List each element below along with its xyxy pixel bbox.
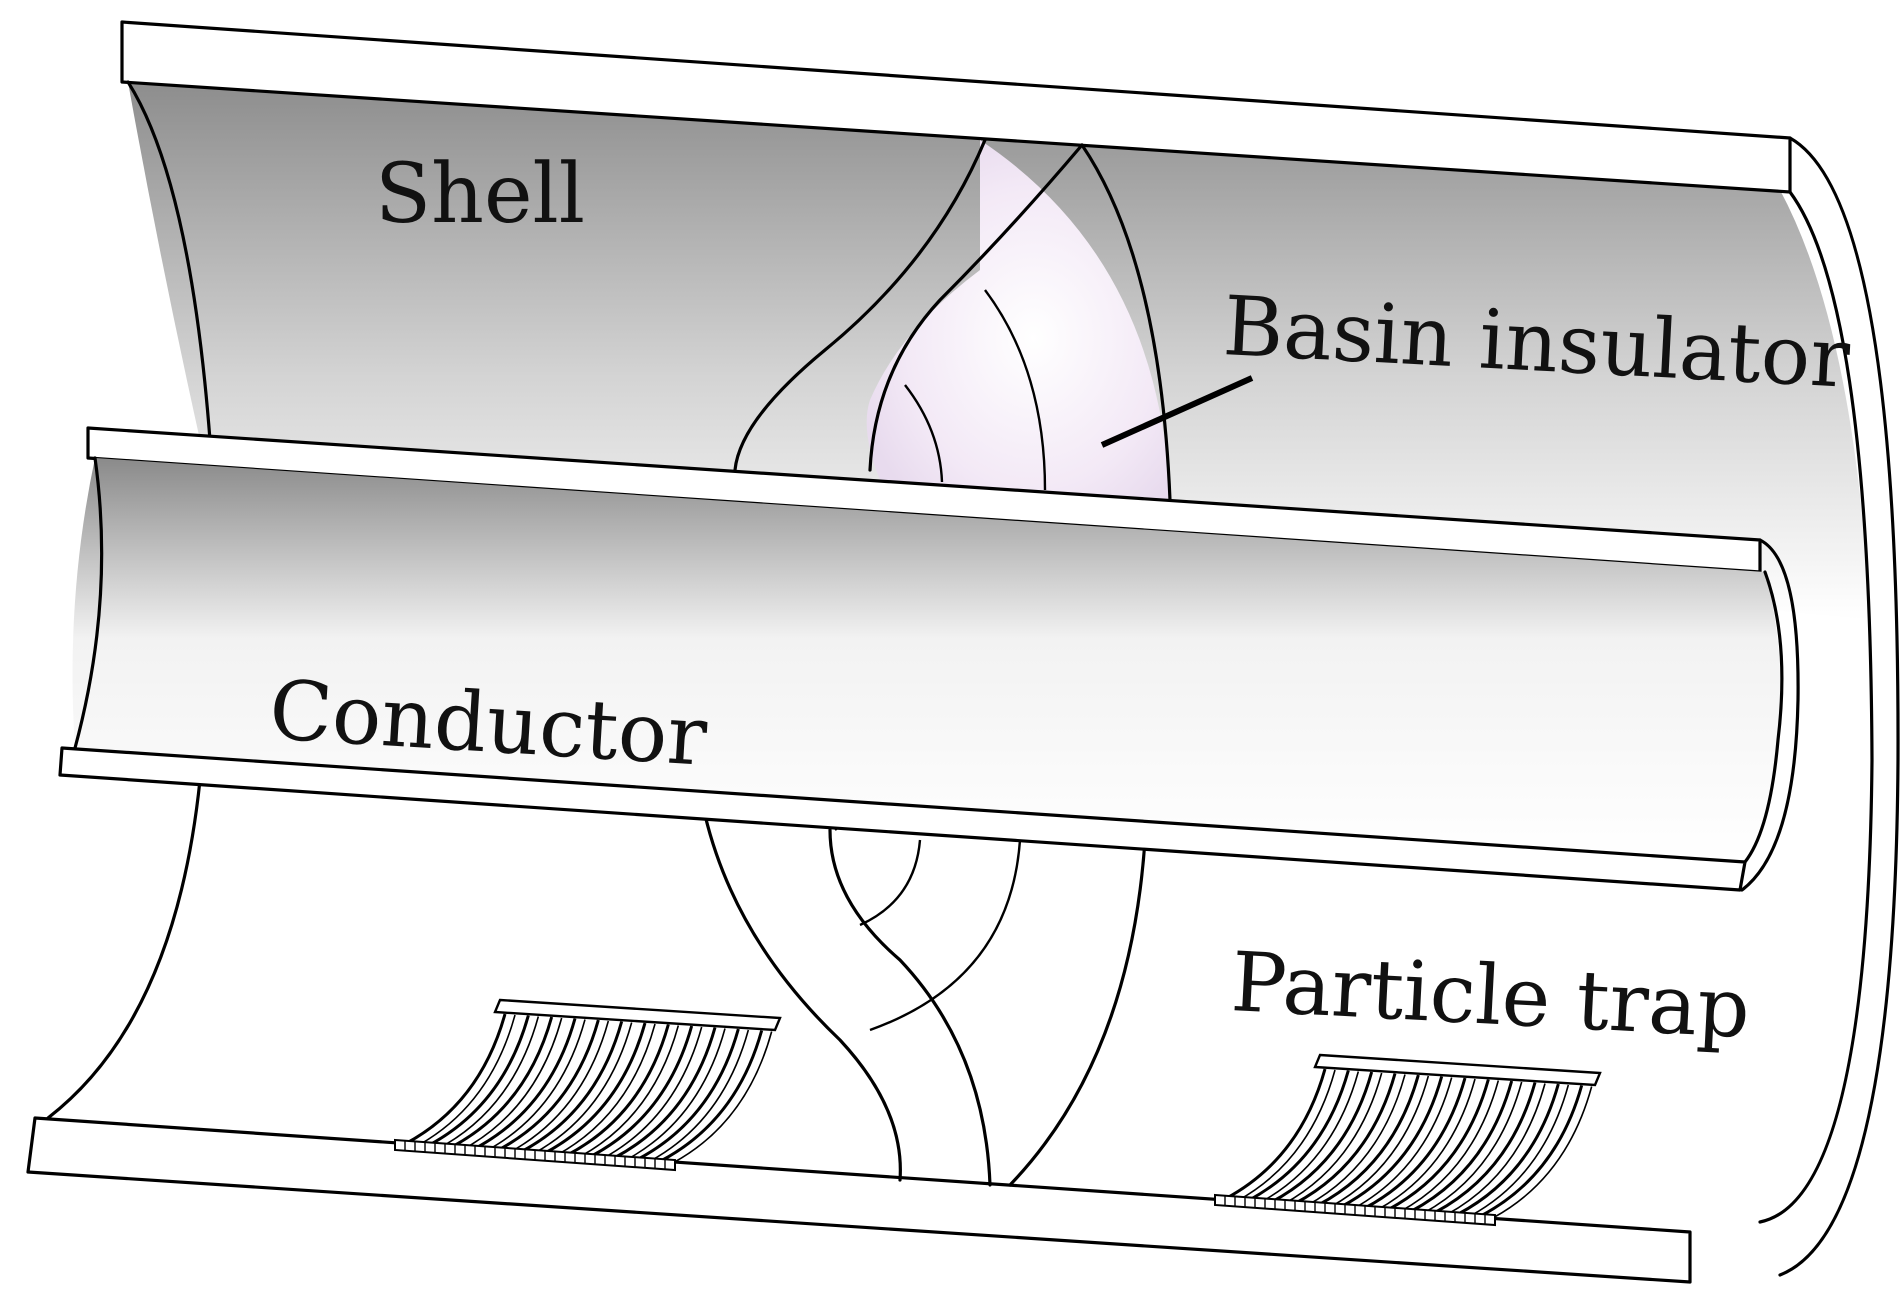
particle-trap-fin: [1480, 1085, 1584, 1217]
particle-trap-fin: [1387, 1079, 1490, 1211]
particle-trap-fin-edge: [533, 1022, 633, 1155]
label-particle-trap: Particle trap: [1229, 935, 1752, 1057]
particle-trap-fin-edge: [416, 1014, 516, 1147]
particle-trap-fin-edge: [509, 1020, 610, 1153]
particle-trap-fin-edge: [1283, 1072, 1383, 1205]
particle-trap-fin: [520, 1021, 624, 1153]
particle-trap-fin-edge: [1399, 1080, 1500, 1213]
particle-trap-fin-edge: [1423, 1081, 1523, 1214]
particle-trap-fin-edge: [1469, 1084, 1570, 1217]
particle-trap-fin: [1457, 1083, 1560, 1216]
particle-trap-fin-edge: [1353, 1077, 1453, 1210]
basin-insulator-leader-line: [1100, 375, 1254, 448]
particle-trap-top-bar: [493, 998, 782, 1032]
basin-insulator-lower: [703, 813, 902, 1182]
particle-trap-fin-edge: [579, 1025, 680, 1158]
particle-trap-fin-edge: [1236, 1069, 1336, 1202]
particle-trap-fin-edge: [673, 1031, 773, 1164]
particle-trap-fin-edge: [1329, 1075, 1430, 1208]
particle-trap-fin-edge: [1259, 1071, 1360, 1204]
particle-trap-fin: [450, 1016, 554, 1149]
label-shell: Shell: [375, 147, 585, 242]
particle-trap-fin: [590, 1025, 694, 1158]
particle-trap-fin: [1270, 1071, 1374, 1204]
conductor-bottom-rim: [58, 746, 1747, 892]
particle-trap-fin: [1410, 1080, 1514, 1213]
particle-trap-fin-edge: [626, 1028, 726, 1161]
shell-bottom-flange: [26, 1116, 1692, 1284]
particle-trap-right: [1214, 1053, 1602, 1227]
conductor: [58, 426, 1800, 892]
particle-trap-left: [394, 998, 782, 1172]
particle-trap-fin: [544, 1022, 647, 1155]
particle-trap-fin: [404, 1013, 507, 1146]
particle-trap-fin-edge: [1493, 1086, 1593, 1219]
particle-trap-fin: [567, 1024, 670, 1156]
particle-trap-fin-edge: [1376, 1078, 1476, 1211]
particle-trap-fin-edge: [649, 1029, 750, 1162]
particle-trap-fin: [1317, 1074, 1420, 1207]
basin-insulator-upper: [866, 140, 1170, 500]
basin-insulator: [703, 138, 1172, 1187]
particle-trap-fin: [1294, 1073, 1397, 1205]
particle-trap-fin-edge: [463, 1017, 563, 1150]
particle-trap-fin: [637, 1028, 740, 1161]
particle-trap-fin: [660, 1030, 764, 1162]
particle-trap-fin: [614, 1027, 717, 1159]
particle-trap-fin-edge: [1446, 1083, 1546, 1216]
particle-trap-fin: [1247, 1070, 1350, 1202]
conductor-body: [72, 458, 1781, 860]
shell-right-end-ring: [1778, 136, 1900, 1277]
particle-trap-fin-edge: [1306, 1074, 1406, 1207]
particle-trap-fin: [1434, 1082, 1537, 1214]
particle-trap-top-bar: [1313, 1053, 1602, 1087]
particle-trap-fin: [1340, 1076, 1444, 1208]
particle-trap-fin-edge: [603, 1026, 703, 1159]
particle-trap-fin-edge: [556, 1023, 656, 1156]
particle-trap-fin-edge: [486, 1019, 586, 1152]
particle-trap-fin: [497, 1019, 600, 1152]
particle-trap-fin-edge: [439, 1016, 540, 1149]
particle-trap-fin: [427, 1015, 530, 1147]
particle-trap-fin: [1364, 1077, 1467, 1210]
particle-trap-fin: [474, 1018, 577, 1150]
particle-trap-fin: [1224, 1068, 1327, 1201]
conductor-right-end: [1740, 538, 1800, 892]
